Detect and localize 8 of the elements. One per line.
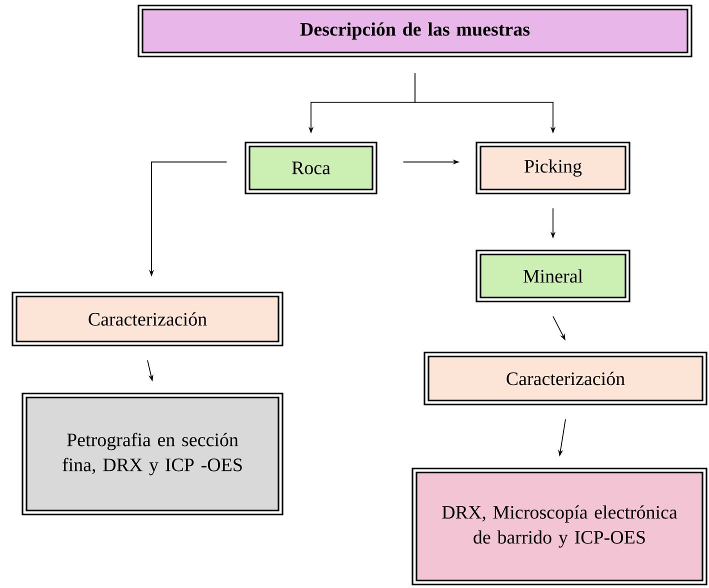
process-box: Picking — [476, 142, 630, 194]
process-box: Roca — [244, 142, 378, 194]
process-box: Mineral — [476, 250, 630, 302]
result-box: Petrografia en sección fina, DRX y ICP -OES — [22, 392, 284, 516]
process-box: Caracterización — [424, 352, 708, 406]
title-box: Descripción de las muestras — [138, 4, 692, 58]
result-box: DRX, Microscopía electrónica de barrido y ICP-OES — [412, 468, 708, 586]
process-box: Caracterización — [12, 292, 284, 346]
